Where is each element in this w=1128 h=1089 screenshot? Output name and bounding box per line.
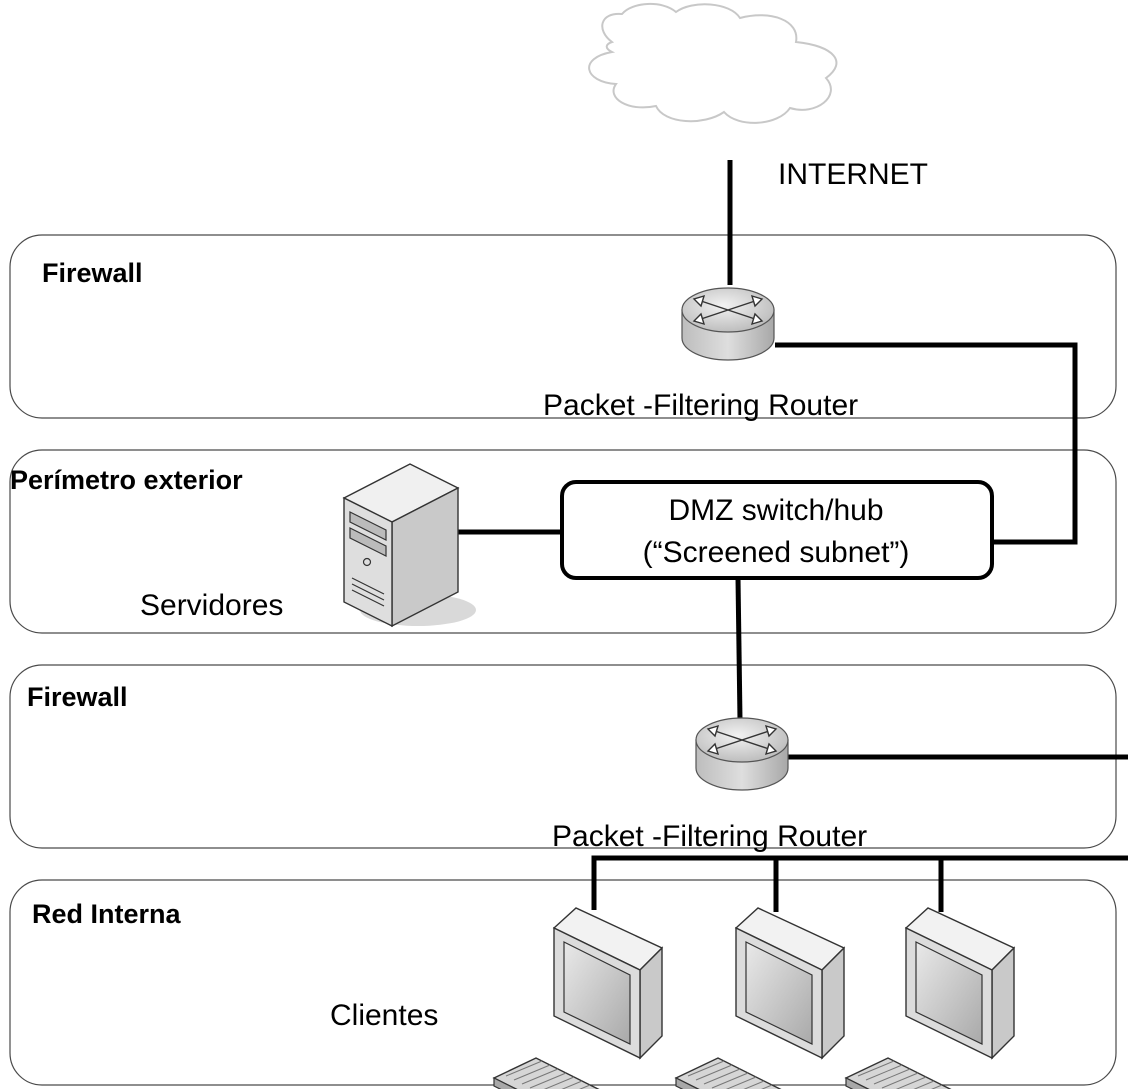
router-icon bbox=[681, 287, 775, 361]
router-icon bbox=[695, 717, 789, 791]
zone-title-internal: Red Interna bbox=[32, 899, 182, 929]
dmz-switch: DMZ switch/hub (“Screened subnet”) bbox=[560, 480, 994, 580]
zone-title-firewall-outer: Firewall bbox=[42, 258, 143, 288]
cloud-icon bbox=[588, 2, 838, 124]
dmz-switch-line2: (“Screened subnet”) bbox=[643, 536, 910, 569]
zone-firewall-outer bbox=[9, 234, 1117, 419]
internet-label: INTERNET bbox=[778, 158, 928, 191]
inner-router-label: Packet -Filtering Router bbox=[552, 820, 867, 853]
network-links bbox=[455, 160, 1128, 912]
clients-label: Clientes bbox=[330, 999, 438, 1032]
zone-title-firewall-inner: Firewall bbox=[27, 682, 128, 712]
outer-router-label: Packet -Filtering Router bbox=[543, 389, 858, 422]
servers-label: Servidores bbox=[140, 589, 283, 622]
zone-title-perimeter: Perímetro exterior bbox=[10, 465, 243, 495]
server-icon bbox=[342, 463, 476, 628]
dmz-switch-line1: DMZ switch/hub bbox=[668, 494, 883, 527]
